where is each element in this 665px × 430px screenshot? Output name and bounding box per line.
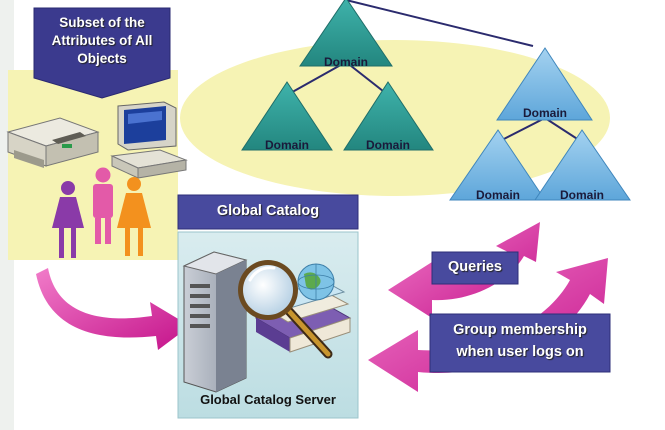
group-membership-arrow (368, 258, 608, 392)
global-catalog-title: Global Catalog (216, 203, 320, 219)
subset-banner-line-1: Subset of the (59, 15, 145, 30)
domain-triangle-second-root (496, 47, 593, 121)
domain-label-child-left: Domain (264, 138, 309, 152)
subset-banner-line-2: Attributes of All (51, 33, 153, 48)
workstation-icon (110, 101, 188, 179)
domain-label-root: Domain (323, 55, 368, 69)
subset-attributes-banner (33, 7, 171, 99)
globe-icon (297, 263, 335, 301)
queries-label: Queries (448, 259, 502, 275)
magnifier-icon (238, 260, 333, 359)
domain-triangle-second-left (449, 129, 546, 201)
domain-label-second-right: Domain (559, 188, 604, 202)
server-icon (182, 251, 248, 393)
server-label: Global Catalog Server (200, 392, 336, 407)
domain-label-child-right: Domain (365, 138, 410, 152)
domain-tree-lines (286, 0, 583, 143)
subset-banner-line-3: Objects (77, 51, 127, 66)
objects-to-catalog-arrow (36, 268, 190, 350)
users-icon (52, 167, 151, 258)
domain-triangle-child-right (343, 81, 434, 151)
domain-triangle-child-left (241, 81, 333, 151)
domain-triangle-root (299, 0, 393, 67)
group-membership-line-2: when user logs on (456, 344, 584, 360)
domain-triangle-second-right (534, 129, 631, 201)
printer-icon (6, 117, 100, 168)
queries-arrow (388, 222, 540, 318)
domain-label-second-left: Domain (475, 188, 520, 202)
group-membership-line-1: Group membership (453, 322, 587, 338)
group-membership-label-box (429, 313, 611, 373)
queries-label-box (431, 251, 519, 285)
global-catalog-title-box (177, 194, 359, 230)
domain-label-second-root: Domain (522, 106, 567, 120)
